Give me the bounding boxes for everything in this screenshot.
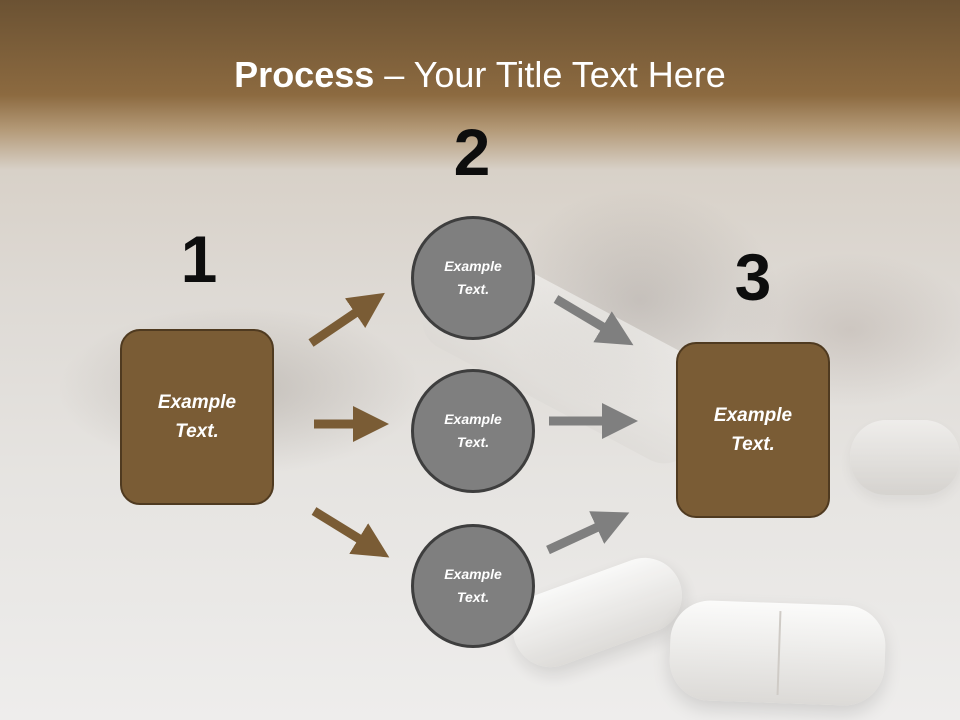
arrow-top-to-right xyxy=(553,295,634,346)
box-text-line2: Text. xyxy=(731,434,775,455)
box-text-line1: Example xyxy=(713,405,793,426)
step-number-3: 3 xyxy=(734,240,772,314)
arrow-left-to-top xyxy=(308,292,385,347)
arrow-left-to-bottom xyxy=(311,507,390,558)
slide-title: Process – Your Title Text Here xyxy=(0,55,960,95)
background-capsule xyxy=(850,420,960,495)
step-number-1: 1 xyxy=(180,222,218,296)
circle-text-line2: Text. xyxy=(456,589,490,605)
circle-text-line2: Text. xyxy=(456,281,490,297)
circle-text-line2: Text. xyxy=(456,434,490,450)
circle-text-line1: Example xyxy=(444,411,502,427)
circle-text-line1: Example xyxy=(444,566,502,582)
box-text-line1: Example xyxy=(157,392,237,413)
title-rest: – Your Title Text Here xyxy=(374,54,726,95)
box-text-line2: Text. xyxy=(175,421,219,442)
circle-text-line1: Example xyxy=(444,258,502,274)
title-bold: Process xyxy=(234,54,375,95)
arrow-bottom-to-right xyxy=(546,511,630,555)
step-number-2: 2 xyxy=(453,115,491,189)
